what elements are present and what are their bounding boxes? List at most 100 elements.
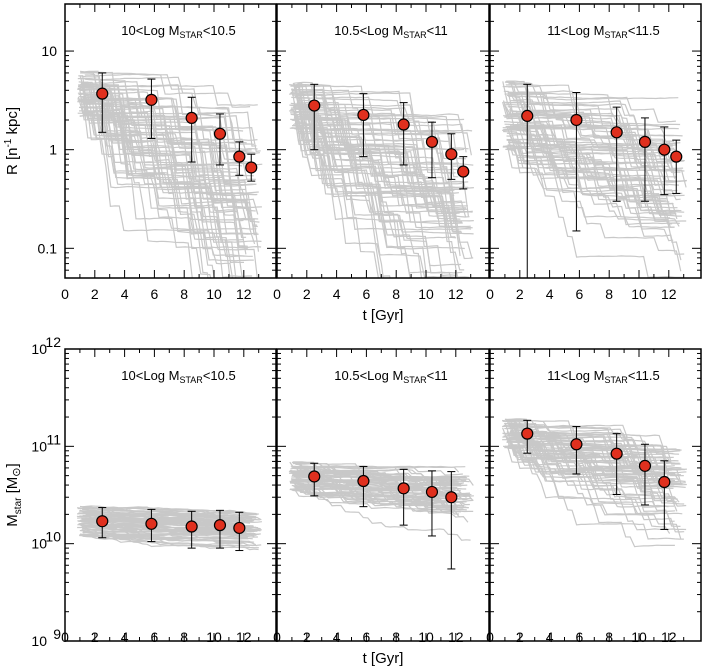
data-point [357,108,370,122]
track-line [83,111,245,257]
x-tick-label: 10 [418,629,434,645]
x-tick-label: 2 [516,286,524,302]
x-tick-label: 8 [392,286,400,302]
title-tail: <11 [427,23,448,38]
plot-frame [276,348,490,642]
track-line [505,101,667,157]
plot-frame [489,3,702,279]
y-tick-label: 0.1 [38,240,58,256]
track-line [503,130,678,192]
panel-title: 11<Log MSTAR<11.5 [547,368,660,385]
title-main: 10.5<Log M [334,368,403,383]
title-sub: STAR [179,30,203,40]
track-line [297,99,455,197]
track-line [508,85,679,101]
track-line [294,81,469,150]
title-tail: <11.5 [628,23,660,38]
track-line [506,94,677,147]
track-line [291,88,391,278]
track-line [291,488,470,506]
track-line [293,483,464,500]
track-line [503,445,669,500]
title-main: 11<Log M [547,23,604,38]
track-line [291,89,462,232]
track-line [291,96,467,218]
x-tick-label: 8 [180,629,188,645]
track-line [509,447,680,503]
panel-title: 10.5<Log MSTAR<11 [334,23,447,40]
panel-title: 10.5<Log MSTAR<11 [334,368,447,385]
track-line [297,96,472,156]
track-line [82,71,257,147]
track-line [79,88,259,220]
title-sub: STAR [604,30,628,40]
track-line [510,446,668,484]
track-line [85,110,247,239]
y-tick-label: 10 [31,633,47,649]
background-tracks [289,81,474,278]
track-line [503,101,682,217]
track-line [508,418,674,459]
x-tick-label: 2 [516,629,524,645]
data-point [570,438,583,451]
title-main: 11<Log M [547,368,604,383]
track-line [82,505,257,515]
data-point [213,127,227,140]
x-tick-label: 8 [180,286,188,302]
track-line [507,446,683,515]
data-point [308,99,321,112]
plot-frame [489,348,702,642]
track-line [77,97,261,152]
data-point [96,515,109,528]
y-tick-label: 1 [49,142,57,158]
track-line [82,101,248,249]
data-point [445,148,458,161]
panel-title: 10<Log MSTAR<10.5 [121,23,235,40]
x-tick-label: 2 [91,286,99,302]
x-tick-label: 10 [206,286,222,302]
title-tail: <10.5 [203,23,236,38]
data-point [397,118,410,131]
x-tick-label: 12 [661,286,677,302]
track-line [84,99,247,255]
title-tail: <11.5 [628,368,660,383]
track-line [80,83,212,278]
track-line [84,535,255,543]
panel-title: 10<Log MSTAR<10.5 [121,368,235,385]
data-point [145,517,158,530]
x-tick-label: 12 [661,629,677,645]
track-line [504,114,684,169]
x-tick-label: 0 [486,286,494,302]
track-line [79,84,258,106]
data-points [521,419,671,530]
track-line [289,92,459,194]
data-point [185,111,198,125]
data-point [357,474,370,488]
title-tail: <11 [427,368,448,383]
x-tick-label: 2 [303,286,311,302]
x-tick-label: 4 [121,629,129,645]
x-tick-label: 6 [576,629,584,645]
plot-frame [64,348,277,642]
x-tick-label: 2 [91,629,99,645]
track-line [79,87,229,278]
data-point [610,126,623,139]
data-points [96,507,246,552]
title-sub: STAR [403,30,427,40]
track-line [509,124,667,202]
x-axis-label: t [Gyr] [363,650,404,667]
data-point [521,109,534,123]
x-tick-label: 12 [448,629,464,645]
track-line [291,126,462,267]
x-tick-label: 6 [363,286,371,302]
track-line [291,125,384,278]
track-line [509,147,684,278]
track-line [77,77,262,249]
track-line [295,107,470,218]
track-line [503,121,674,229]
data-point [96,87,109,100]
track-line [506,138,668,214]
